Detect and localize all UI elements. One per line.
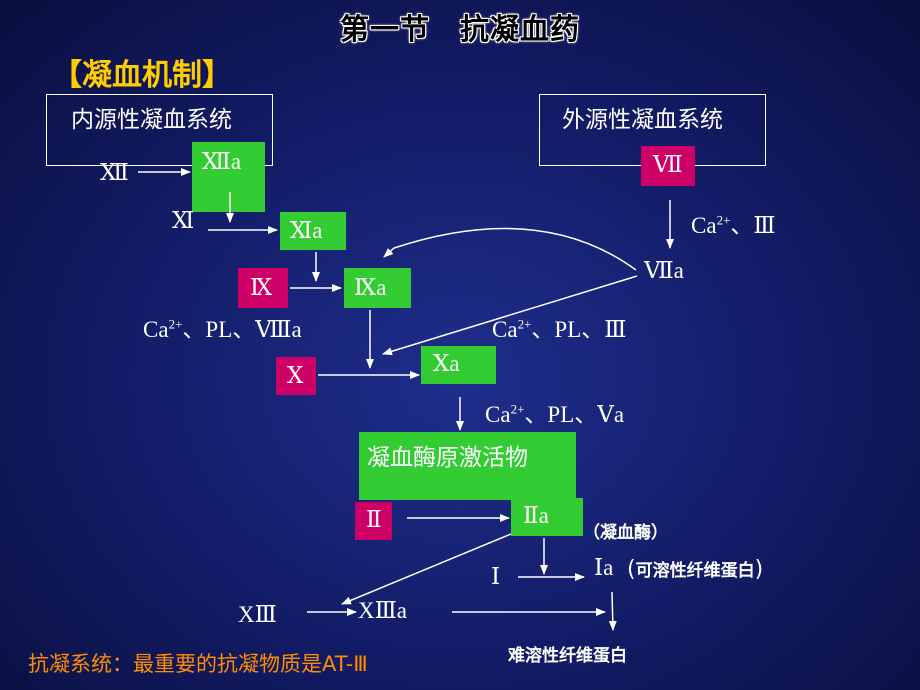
factor-11a-box: Ⅺa xyxy=(280,212,346,250)
soluble-fibrin-text: 可溶性纤维蛋白 xyxy=(635,561,755,581)
ion-charge: 2+ xyxy=(517,316,532,332)
arrow-2a-to-13a xyxy=(341,533,512,605)
ion-charge: 2+ xyxy=(510,401,525,417)
tenase-cofactor-rest: 、PL、Ⅲ xyxy=(531,317,627,342)
factor-10-label: Ⅹ xyxy=(287,363,304,388)
factor-1a-label: Ⅰa xyxy=(594,555,614,580)
extrinsic-tenase-cofactors: Ca2+、PL、Ⅲ xyxy=(492,310,626,344)
soluble-fibrin-note: (可溶性纤维蛋白) xyxy=(627,556,763,582)
factor-9-box: Ⅸ xyxy=(238,268,288,308)
anticoagulant-system-footer: 抗凝系统：最重要的抗凝物质是AT-Ⅲ xyxy=(28,652,368,676)
calcium-symbol: Ca xyxy=(143,317,169,342)
page-title: 第一节 抗凝血药 xyxy=(339,12,580,46)
factor-9a-label: Ⅸa xyxy=(354,275,387,300)
prothrombinase-cofactors: Ca2+、PL、Ⅴa xyxy=(485,395,624,429)
calcium-symbol: Ca xyxy=(485,402,511,427)
factor-2-label: Ⅱ xyxy=(366,507,382,532)
factor-7-box: Ⅶ xyxy=(641,146,695,186)
factor-9-label: Ⅸ xyxy=(250,275,273,300)
calcium-symbol: Ca xyxy=(691,213,717,238)
factor-2a-label: Ⅱa xyxy=(523,503,549,528)
paren-close: ) xyxy=(754,557,764,582)
factor-7a-label: Ⅶa xyxy=(644,258,684,283)
ion-charge: 2+ xyxy=(716,212,731,228)
prothrombinase-cofactor-rest: 、PL、Ⅴa xyxy=(524,402,625,427)
prothrombin-activator-box: 凝血酶原激活物 xyxy=(359,432,576,500)
factor-9a-box: Ⅸa xyxy=(344,268,411,308)
section-subtitle: 【凝血机制】 xyxy=(52,58,232,93)
factor-13a-label: XⅢa xyxy=(358,598,407,623)
extrinsic-cofactor-rest: 、Ⅲ xyxy=(730,213,776,238)
factor-12a-label: Ⅻa xyxy=(202,149,242,174)
intrinsic-system-box: 内源性凝血系统 xyxy=(46,94,273,166)
extrinsic-cofactors: Ca2+、Ⅲ xyxy=(691,206,776,240)
factor-2-box: Ⅱ xyxy=(355,502,392,540)
extrinsic-system-label: 外源性凝血系统 xyxy=(562,107,723,133)
ion-charge: 2+ xyxy=(168,316,183,332)
factor-10a-box: Ⅹa xyxy=(421,346,496,384)
arrow-1a-down xyxy=(608,591,617,631)
factor-7-label: Ⅶ xyxy=(653,152,683,177)
prothrombin-activator-label: 凝血酶原激活物 xyxy=(367,445,528,471)
calcium-symbol: Ca xyxy=(492,317,518,342)
factor-11a-label: Ⅺa xyxy=(290,218,323,243)
intrinsic-system-label: 内源性凝血系统 xyxy=(71,107,232,133)
factor-11-label: Ⅺ xyxy=(172,208,195,233)
factor-10-box: Ⅹ xyxy=(276,357,316,395)
intrinsic-tenase-cofactors: Ca2+、PL、Ⅷa xyxy=(143,310,302,344)
factor-13-label: XⅢ xyxy=(238,602,277,627)
factor-10a-label: Ⅹa xyxy=(433,351,460,376)
factor-2a-box: Ⅱa xyxy=(511,498,583,536)
factor-1-label: Ⅰ xyxy=(491,564,501,589)
arrow-7a-to-9a-curve xyxy=(383,227,637,271)
factor-12-label: Ⅻ xyxy=(100,160,129,185)
factor-12a-box: Ⅻa xyxy=(192,142,265,212)
insoluble-fibrin-note: 难溶性纤维蛋白 xyxy=(508,646,627,666)
intrinsic-cofactor-rest: 、PL、Ⅷa xyxy=(182,317,302,342)
thrombin-note: （凝血酶） xyxy=(583,523,668,543)
paren-open: ( xyxy=(627,557,636,582)
